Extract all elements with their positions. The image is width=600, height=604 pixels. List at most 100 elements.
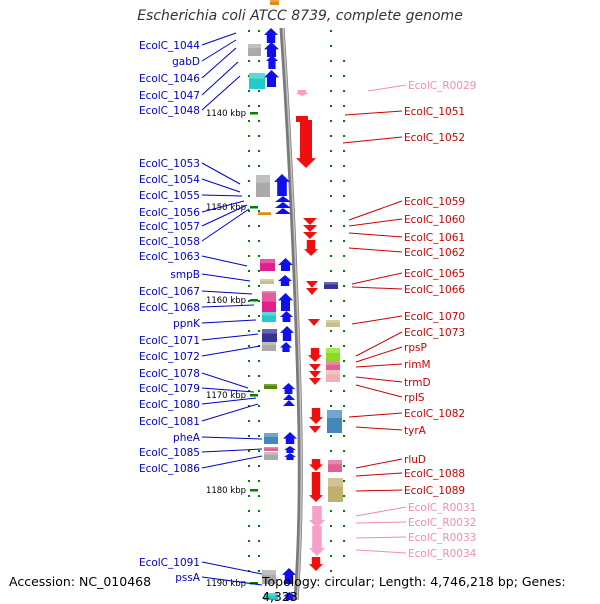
gene-block-shade xyxy=(328,478,343,487)
gene-label[interactable]: EcolC_1073 xyxy=(404,327,465,339)
gene-label[interactable]: EcolC_R0033 xyxy=(408,532,476,544)
gene-block-icon xyxy=(249,73,265,89)
position-dot xyxy=(343,120,345,122)
gene-block-shade xyxy=(326,320,340,323)
gene-label[interactable]: EcolC_1089 xyxy=(404,485,465,497)
gene-label[interactable]: EcolC_1078 xyxy=(139,368,200,380)
position-dot xyxy=(330,435,332,437)
gene-label[interactable]: EcolC_1047 xyxy=(139,90,200,102)
gene-label[interactable]: rplS xyxy=(404,392,425,404)
gene-label[interactable]: EcolC_1053 xyxy=(139,158,200,170)
label-connector-line xyxy=(201,561,263,575)
gene-features xyxy=(248,0,343,600)
gene-arrow-icon xyxy=(266,55,278,69)
position-dot xyxy=(343,315,345,317)
position-dot xyxy=(258,90,260,92)
gene-label[interactable]: EcolC_1067 xyxy=(139,286,200,298)
gene-label[interactable]: EcolC_1085 xyxy=(139,447,200,459)
gene-label[interactable]: EcolC_1056 xyxy=(139,207,200,219)
gene-label[interactable]: EcolC_1070 xyxy=(404,311,465,323)
gene-label[interactable]: EcolC_1052 xyxy=(404,132,465,144)
gene-label[interactable]: EcolC_1051 xyxy=(404,106,465,118)
gene-label[interactable]: EcolC_1061 xyxy=(404,232,465,244)
scale-tick-label: 1190 kbp xyxy=(206,579,246,589)
label-connector-line xyxy=(201,273,251,282)
gene-label[interactable]: smpB xyxy=(170,269,200,281)
position-dot xyxy=(248,405,250,407)
gene-label[interactable]: rluD xyxy=(404,454,426,466)
gene-label[interactable]: EcolC_1060 xyxy=(404,214,465,226)
gene-label[interactable]: EcolC_1044 xyxy=(139,40,200,52)
backbone-line xyxy=(279,27,303,600)
position-dot xyxy=(330,255,332,257)
position-dot xyxy=(343,465,345,467)
gene-label[interactable]: pssA xyxy=(175,572,201,584)
gene-label[interactable]: EcolC_1048 xyxy=(139,105,200,117)
gene-label[interactable]: EcolC_1082 xyxy=(404,408,465,420)
gene-label[interactable]: ppnK xyxy=(173,318,201,330)
gene-block-shade xyxy=(264,433,278,437)
label-connector-line xyxy=(201,290,253,295)
position-dot xyxy=(248,375,250,377)
gene-label[interactable]: EcolC_1079 xyxy=(139,383,200,395)
label-connector-line xyxy=(201,576,263,586)
gene-label[interactable]: EcolC_1057 xyxy=(139,221,200,233)
label-connector-line xyxy=(201,208,250,242)
gene-block-icon xyxy=(262,329,277,342)
position-dot xyxy=(330,60,332,62)
gene-label[interactable]: EcolC_1081 xyxy=(139,416,200,428)
gene-label[interactable]: EcolC_1071 xyxy=(139,335,200,347)
position-dot xyxy=(248,120,250,122)
label-connector-line xyxy=(355,458,403,469)
gene-label[interactable]: EcolC_1088 xyxy=(404,468,465,480)
gene-label[interactable]: EcolC_R0032 xyxy=(408,517,476,529)
position-dot xyxy=(343,420,345,422)
gene-arrow-icon xyxy=(275,208,291,214)
gene-arrow-icon xyxy=(309,426,321,433)
position-dot xyxy=(330,405,332,407)
gene-label[interactable]: EcolC_1063 xyxy=(139,251,200,263)
position-dot xyxy=(258,165,260,167)
position-dot xyxy=(258,555,260,557)
gene-label[interactable]: pheA xyxy=(173,432,201,444)
position-dot xyxy=(248,60,250,62)
gene-label[interactable]: rimM xyxy=(404,359,431,371)
gene-arrow-icon xyxy=(296,120,316,168)
gene-label[interactable]: EcolC_R0034 xyxy=(408,548,477,560)
gene-label[interactable]: EcolC_1080 xyxy=(139,399,200,411)
position-dot xyxy=(258,120,260,122)
gene-label[interactable]: EcolC_1068 xyxy=(139,302,200,314)
gene-label[interactable]: EcolC_R0029 xyxy=(408,80,476,92)
gene-block-shade xyxy=(260,259,275,264)
gene-label[interactable]: trmD xyxy=(404,377,431,389)
gene-label[interactable]: rpsP xyxy=(404,342,427,354)
position-dot xyxy=(343,525,345,527)
gene-label[interactable]: gabD xyxy=(172,56,200,68)
gene-label[interactable]: EcolC_1072 xyxy=(139,351,200,363)
position-dot xyxy=(258,495,260,497)
gene-arrow-icon xyxy=(309,472,323,502)
gene-arrow-icon xyxy=(303,232,317,239)
gene-label[interactable]: EcolC_1058 xyxy=(139,236,200,248)
gene-label[interactable]: EcolC_1091 xyxy=(139,557,200,569)
gene-block-shade xyxy=(262,291,276,293)
gene-label[interactable]: EcolC_1054 xyxy=(139,174,200,186)
gene-label[interactable]: EcolC_R0031 xyxy=(408,502,476,514)
gene-label[interactable]: EcolC_1059 xyxy=(404,196,465,208)
position-dot xyxy=(343,150,345,152)
label-connector-line xyxy=(201,345,261,357)
gene-block-icon xyxy=(262,291,276,296)
gene-label[interactable]: EcolC_1046 xyxy=(139,73,200,85)
gene-label[interactable]: EcolC_1065 xyxy=(404,268,465,280)
position-dot xyxy=(248,330,250,332)
gene-label[interactable]: tyrA xyxy=(404,425,427,437)
label-connector-line xyxy=(201,455,263,469)
position-dot xyxy=(258,315,260,317)
gene-label[interactable]: EcolC_1086 xyxy=(139,463,200,475)
gene-block-shade xyxy=(327,410,342,419)
gene-label[interactable]: EcolC_1055 xyxy=(139,190,200,202)
gene-label[interactable]: EcolC_1066 xyxy=(404,284,465,296)
gene-label[interactable]: EcolC_1062 xyxy=(404,247,465,259)
label-connector-line xyxy=(355,536,407,539)
label-connector-line xyxy=(348,247,403,253)
